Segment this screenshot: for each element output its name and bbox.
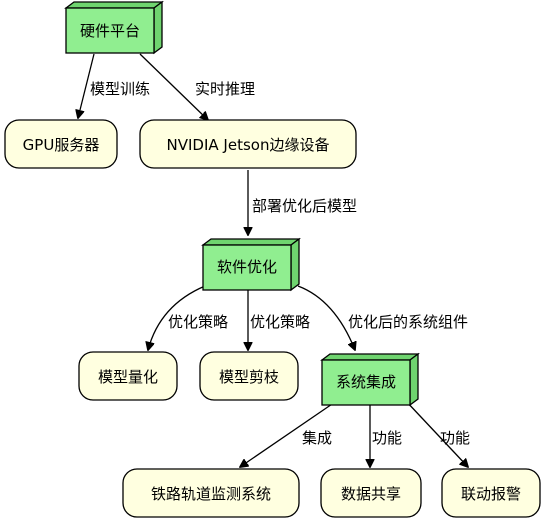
edge-hardware-to-jetson — [139, 53, 208, 120]
edge-label-hw-to-gpu: 模型训练 — [90, 80, 150, 98]
edge-integration-to-alarm — [404, 399, 468, 467]
node-integration: 系统集成 — [320, 352, 420, 407]
node-pruning-label: 模型剪枝 — [219, 368, 279, 386]
node-data-sharing-label: 数据共享 — [341, 485, 401, 503]
node-integration-label: 系统集成 — [336, 373, 396, 391]
node-gpu-server-label: GPU服务器 — [23, 136, 100, 154]
edge-label-integ-to-data: 功能 — [372, 429, 402, 447]
node-software: 软件优化 — [201, 237, 301, 292]
node-rail-monitor-label: 铁路轨道监测系统 — [151, 485, 271, 503]
node-quantization-label: 模型量化 — [98, 368, 158, 386]
edge-label-integ-to-alarm: 功能 — [440, 429, 470, 447]
node-quantization: 模型量化 — [78, 351, 178, 401]
edge-label-hw-to-jetson: 实时推理 — [195, 80, 255, 98]
edge-integration-to-rail — [240, 399, 339, 467]
node-hardware-label: 硬件平台 — [80, 22, 140, 40]
node-gpu-server: GPU服务器 — [4, 119, 118, 169]
node-jetson-label: NVIDIA Jetson边缘设备 — [167, 136, 330, 154]
edge-label-sw-to-quant: 优化策略 — [168, 313, 228, 331]
node-alarm-label: 联动报警 — [461, 485, 521, 503]
edge-label-jetson-to-sw: 部署优化后模型 — [252, 197, 357, 215]
node-data-sharing: 数据共享 — [320, 468, 422, 518]
edge-software-to-quantization — [148, 285, 206, 350]
node-pruning: 模型剪枝 — [199, 351, 299, 401]
edge-hardware-to-gpu — [78, 53, 95, 118]
edge-label-sw-to-integ: 优化后的系统组件 — [348, 313, 468, 331]
node-alarm: 联动报警 — [441, 468, 541, 518]
edge-label-sw-to-prune: 优化策略 — [250, 313, 310, 331]
node-hardware: 硬件平台 — [64, 0, 164, 55]
edge-label-integ-to-rail: 集成 — [302, 429, 332, 447]
node-software-label: 软件优化 — [217, 258, 277, 276]
node-rail-monitor: 铁路轨道监测系统 — [122, 468, 300, 518]
node-jetson: NVIDIA Jetson边缘设备 — [139, 119, 357, 169]
edge-software-to-integration — [297, 285, 355, 350]
